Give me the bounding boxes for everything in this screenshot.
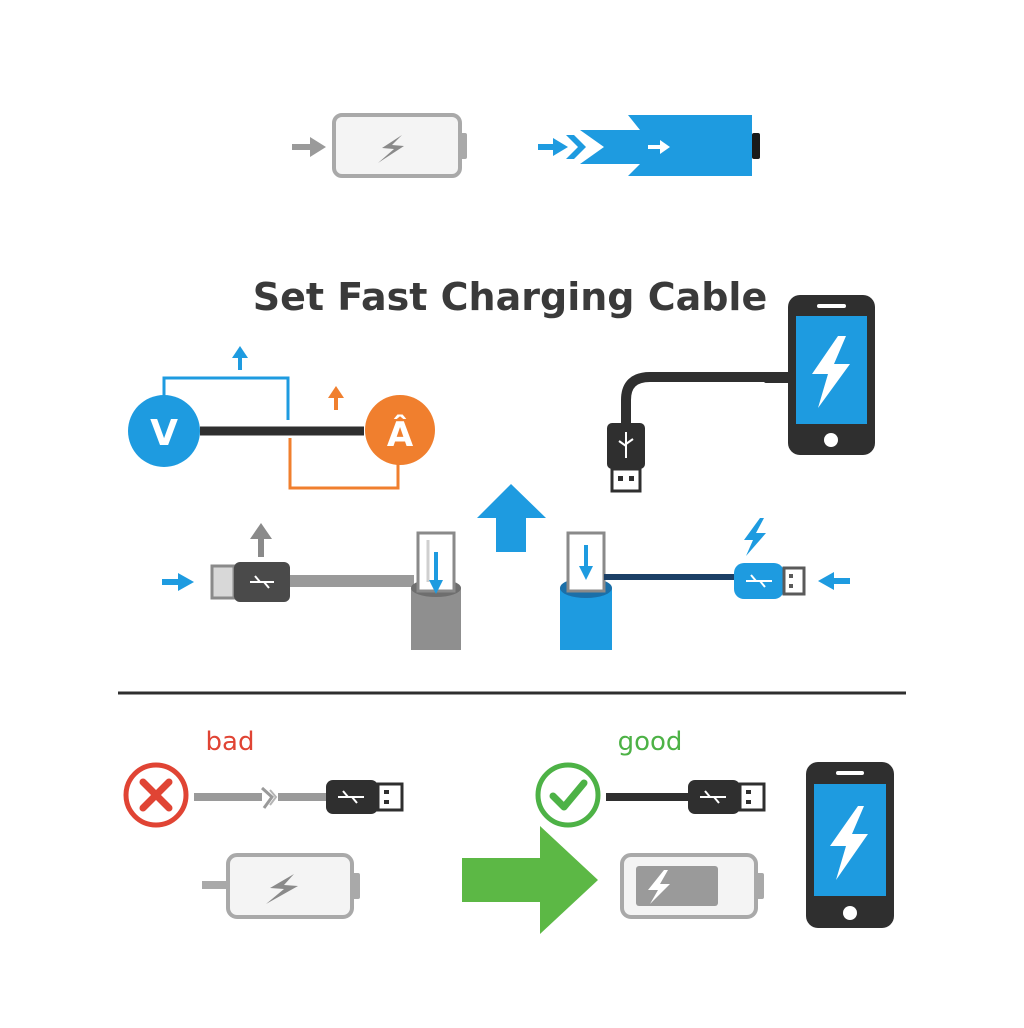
lightning-icon (830, 806, 868, 880)
voltage-label: V (150, 413, 178, 454)
arrow-right-green-icon (462, 826, 598, 934)
input-arrow-blue-icon (162, 573, 194, 591)
input-arrow-gray-icon (292, 137, 326, 157)
usb-a-tip (782, 566, 806, 596)
bad-label: bad (206, 727, 255, 757)
cable-line (290, 575, 414, 587)
usb-plug-icon (326, 780, 404, 814)
lightning-icon (266, 874, 298, 904)
empty-battery-icon (202, 853, 360, 919)
bad-example: bad (123, 727, 404, 919)
arrow-up-large-blue-icon (477, 484, 546, 552)
micro-usb-tip (210, 564, 236, 600)
current-node: Â (365, 395, 435, 465)
usb-trident-icon (250, 575, 274, 589)
usb-trident-icon (618, 432, 634, 458)
phone-with-usb-cable (607, 295, 875, 493)
good-label: good (618, 727, 683, 757)
lightning-icon (378, 135, 404, 163)
smartphone-icon (788, 295, 875, 455)
lightning-icon (648, 870, 670, 904)
check-mark-icon (535, 762, 601, 828)
arrow-down-blue-icon (429, 552, 443, 594)
good-example: good (535, 727, 894, 928)
cross-mark-icon (123, 762, 189, 828)
charged-battery-icon (580, 115, 760, 176)
usb-plug-icon (607, 423, 645, 493)
cable-cup-gray-icon (411, 531, 461, 650)
arrow-up-orange-icon (328, 386, 344, 410)
empty-battery-icon (332, 113, 467, 178)
arrow-right-icon (648, 140, 670, 154)
frayed-cable (194, 786, 328, 809)
usb-trident-icon (338, 790, 364, 804)
gray-cable-connection (162, 523, 461, 650)
cable-cup-blue-icon (560, 531, 612, 650)
blue-cable-connection (560, 518, 850, 650)
input-arrow-blue-icon (818, 572, 850, 590)
smartphone-icon (806, 762, 894, 928)
usb-trident-icon (746, 574, 772, 588)
arrow-down-blue-icon (579, 545, 593, 580)
usb-trident-icon (700, 790, 726, 804)
arrow-up-blue-icon (232, 346, 248, 370)
arrow-up-gray-icon (250, 523, 272, 557)
input-arrow-blue-icon (538, 135, 586, 159)
cable-line (604, 574, 738, 580)
voltage-node: V (128, 395, 200, 467)
usb-plug-icon (688, 780, 766, 814)
voltage-current-circuit: V Â (128, 346, 435, 490)
charging-battery-icon (620, 853, 764, 919)
page-title: Set Fast Charging Cable (253, 275, 767, 319)
lightning-icon (812, 336, 850, 408)
lightning-icon (744, 518, 766, 556)
current-label: Â (387, 414, 414, 455)
